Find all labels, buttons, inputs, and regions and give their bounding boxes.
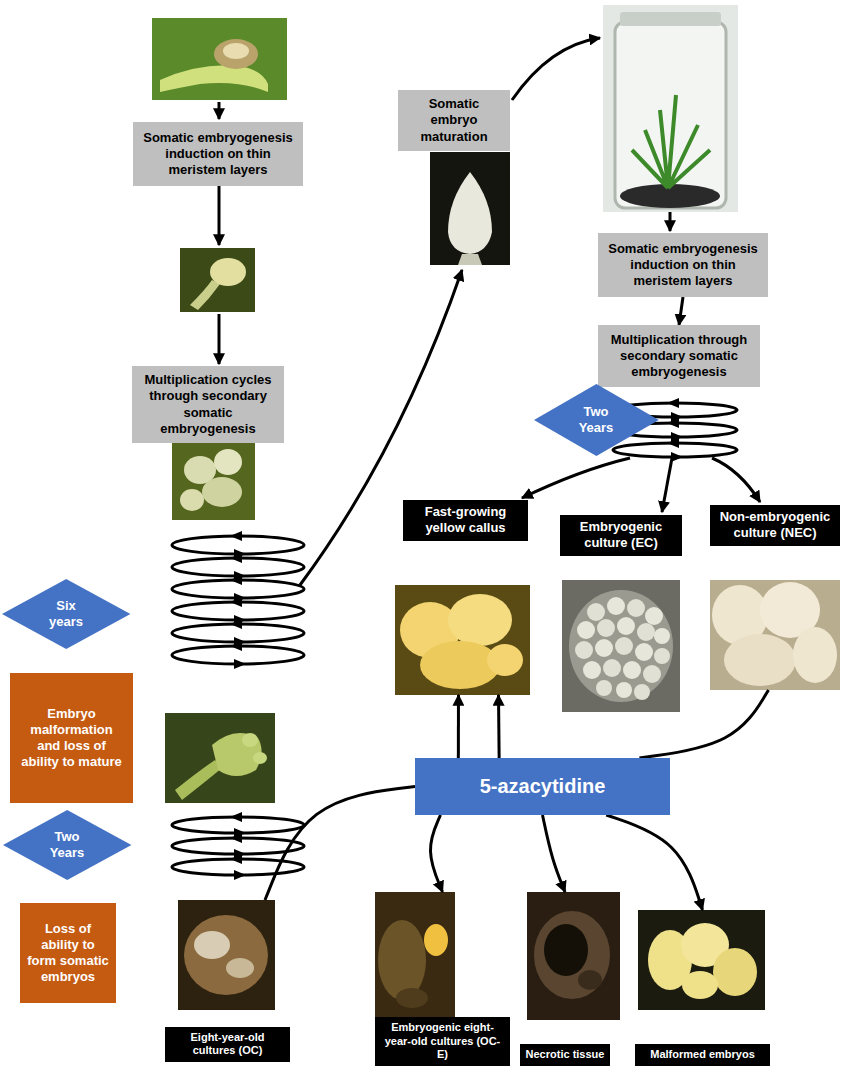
culture-node: Fast-growing yellow callus: [395, 500, 533, 695]
outcome-box: Loss of ability to form somatic embryos: [20, 903, 116, 1003]
box-label: Somatic embryogenesis induction on thin …: [605, 241, 761, 290]
mature-embryo-photo: [430, 152, 510, 265]
non-embryogenic-culture-photo: [710, 580, 840, 690]
plantlet-jar-photo: [603, 5, 738, 212]
culture-node: Embryogenic culture (EC): [560, 515, 682, 712]
culture-node: Malformed embryos: [635, 910, 770, 1066]
connector-arrow: [457, 695, 460, 758]
connector-arrow: [430, 815, 442, 892]
old-embryogenic-culture-photo: [375, 892, 455, 1022]
culture-node: Eight-year-old cultures (OC): [165, 900, 290, 1062]
culture-node: Non-embryogenic culture (NEC): [710, 505, 840, 690]
diamond-outline: [534, 384, 659, 456]
culture-label: Non-embryogenic culture (NEC): [710, 505, 840, 546]
connector-arrow: [497, 695, 501, 758]
duration-label: Six years: [38, 598, 94, 631]
connector-arrow: [639, 690, 768, 758]
connector-arrow: [679, 297, 683, 325]
culture-label: Necrotic tissue: [520, 1044, 610, 1066]
secondary-embryos-photo: [172, 435, 255, 520]
duration-label: Two Years: [568, 404, 624, 437]
flow-arrow: [219, 38, 760, 585]
old-culture-photo: [178, 900, 275, 1010]
connector-arrow: [265, 787, 415, 901]
diamond-outline: [2, 579, 130, 649]
embryogenic-culture-photo: [562, 580, 680, 712]
embryo-photo: [180, 248, 255, 312]
outcome-box: Embryo malformation and loss of ability …: [10, 673, 133, 803]
duration-diamond: Two Years: [534, 384, 659, 456]
culture-cycles: [172, 536, 304, 664]
culture-node: Necrotic tissue: [520, 892, 620, 1066]
treatment-box: 5-azacytidine: [415, 758, 670, 815]
box-label: 5-azacytidine: [480, 774, 606, 799]
culture-label: Embryogenic eight-year-old cultures (OC-…: [375, 1017, 510, 1066]
cycle-arrowheads: [230, 531, 246, 669]
box-label: Somatic embryogenesis induction on thin …: [140, 130, 296, 179]
yellow-callus-photo: [395, 585, 530, 695]
diamond-outline: [3, 810, 131, 880]
culture-label: Embryogenic culture (EC): [560, 515, 682, 556]
box-label: Multiplication cycles through secondary …: [139, 372, 277, 437]
connector-arrow: [543, 815, 566, 892]
duration-label: Two Years: [39, 829, 95, 862]
malformed-embryos-photo: [638, 910, 765, 1010]
duration-diamond: Two Years: [3, 810, 131, 880]
process-box: Somatic embryogenesis induction on thin …: [133, 122, 303, 186]
cycle-arrowheads: [667, 398, 683, 462]
process-box: Multiplication through secondary somatic…: [598, 325, 760, 387]
culture-node: Embryogenic eight-year-old cultures (OC-…: [375, 892, 510, 1066]
cycle-arrowheads: [230, 812, 246, 880]
necrotic-tissue-photo: [527, 892, 620, 1020]
duration-diamond: Six years: [2, 579, 130, 649]
box-label: Loss of ability to form somatic embryos: [27, 921, 109, 986]
box-label: Multiplication through secondary somatic…: [605, 332, 753, 381]
box-label: Embryo malformation and loss of ability …: [17, 706, 126, 771]
culture-label: Eight-year-old cultures (OC): [165, 1027, 290, 1063]
culture-label: Fast-growing yellow callus: [403, 500, 528, 541]
culture-cycles: [172, 817, 304, 875]
box-label: Somatic embryo maturation: [405, 96, 503, 145]
process-box: Somatic embryogenesis induction on thin …: [598, 233, 768, 297]
connector-arrow: [606, 815, 702, 910]
explant-photo: [152, 18, 287, 100]
culture-label: Malformed embryos: [635, 1044, 770, 1066]
process-box: Multiplication cycles through secondary …: [132, 366, 284, 443]
process-box: Somatic embryo maturation: [398, 90, 510, 151]
malformed-embryo-photo: [165, 713, 275, 803]
